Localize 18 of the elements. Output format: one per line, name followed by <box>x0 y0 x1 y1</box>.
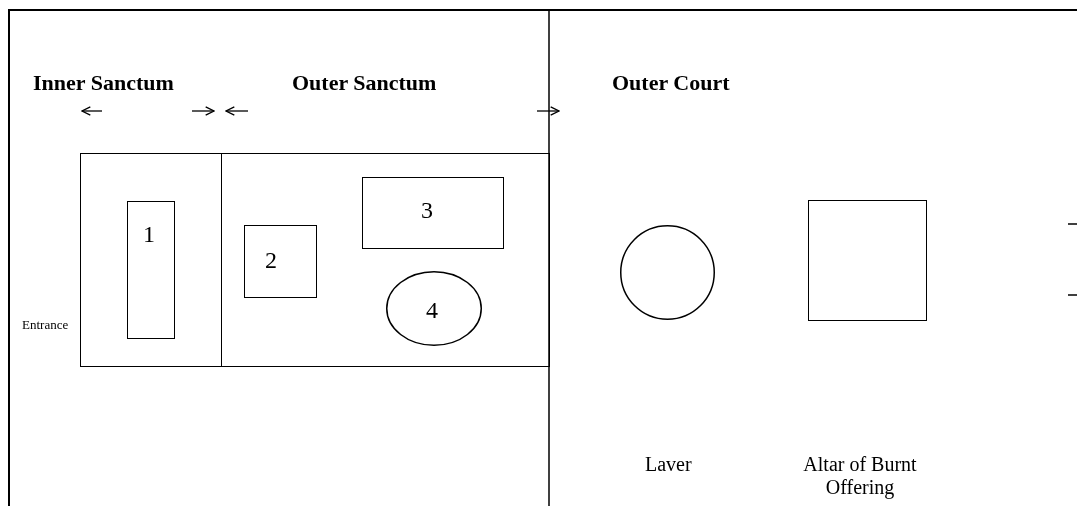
room-outline <box>80 153 222 367</box>
room-outline <box>221 153 550 367</box>
area-heading: Outer Sanctum <box>292 70 437 96</box>
area-heading: Outer Court <box>612 70 730 96</box>
callout-number: 3 <box>421 198 433 222</box>
item-label: Laver <box>645 453 692 476</box>
callout-number: 1 <box>143 222 155 246</box>
area-label: Entrance <box>22 318 69 333</box>
callout-number: 2 <box>265 248 277 272</box>
furniture-outline <box>127 201 175 339</box>
item-label: Altar of Burnt Offering <box>802 453 918 499</box>
circle-outline <box>620 225 715 320</box>
square-outline <box>808 200 927 321</box>
ellipse-outline <box>386 271 482 346</box>
furniture-outline <box>362 177 504 249</box>
callout-number: 4 <box>426 298 438 322</box>
furniture-outline <box>244 225 317 298</box>
area-heading: Inner Sanctum <box>33 70 174 96</box>
